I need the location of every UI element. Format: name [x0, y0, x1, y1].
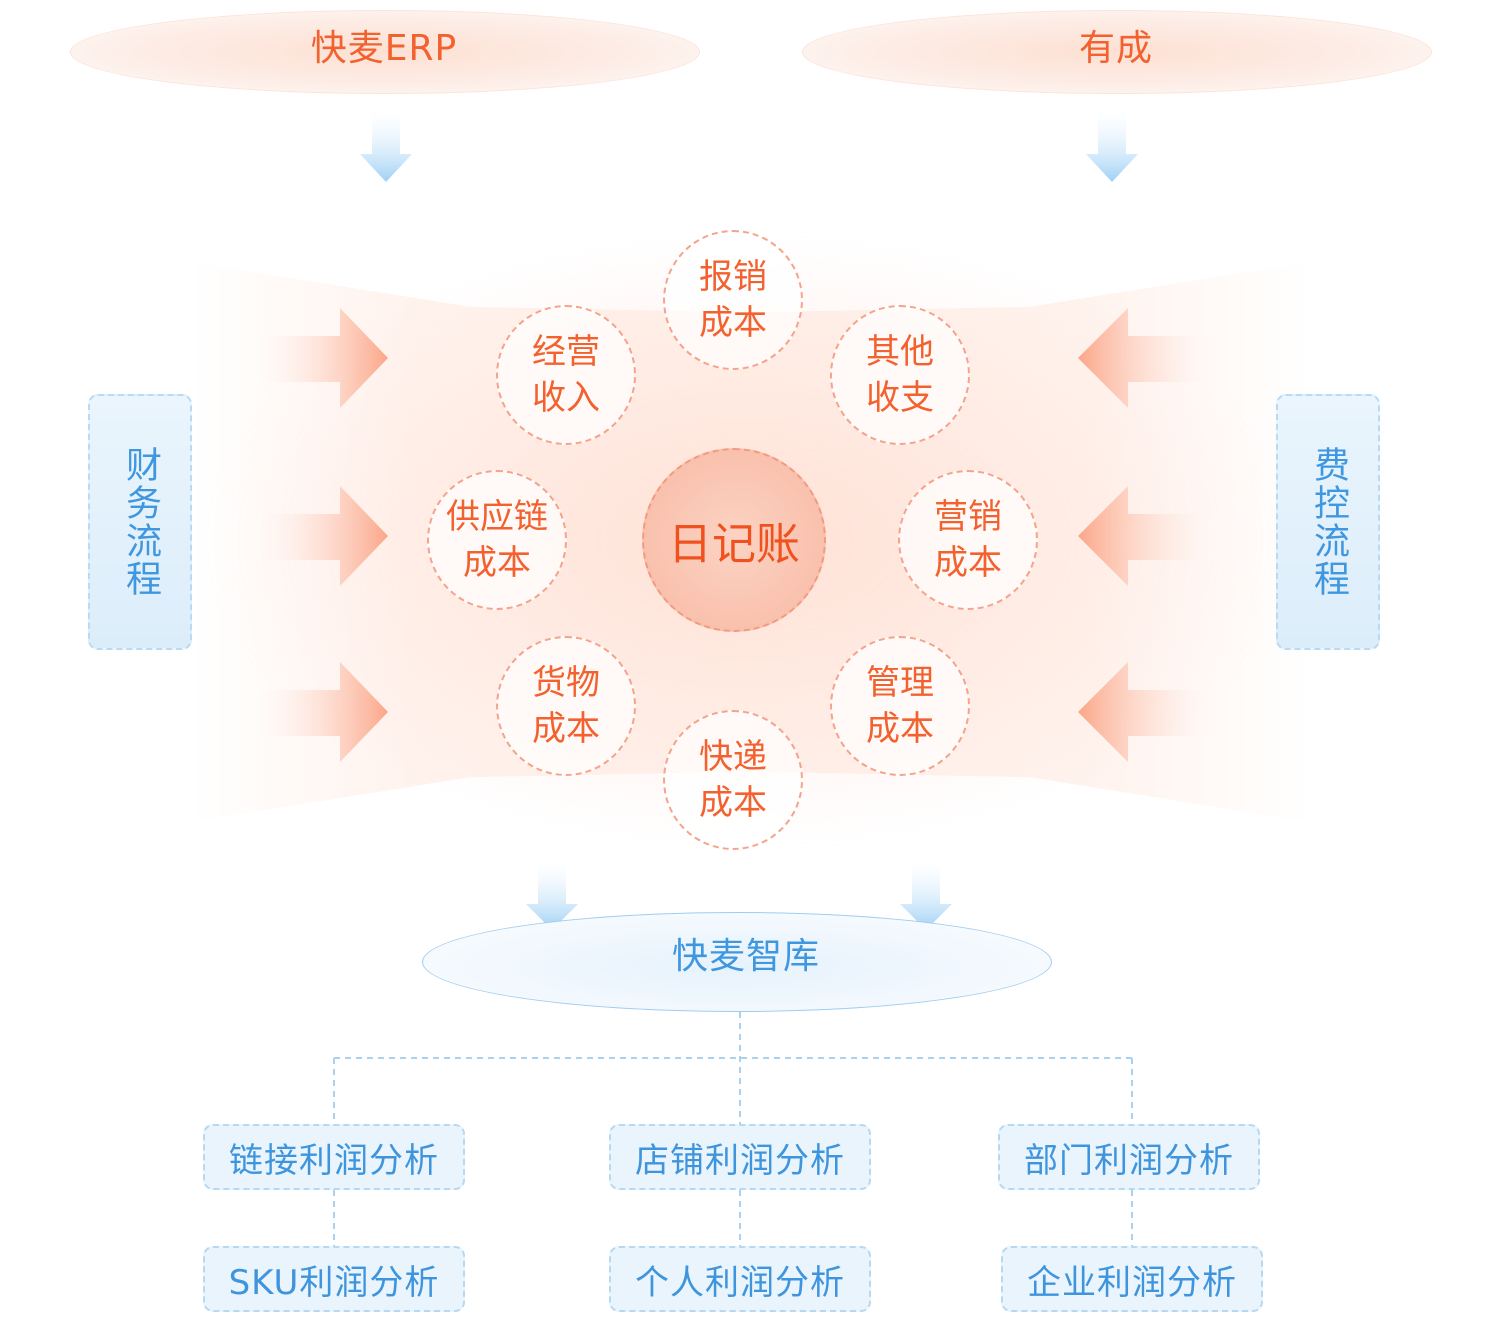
- side-label-left: 财务流程: [88, 394, 192, 650]
- analysis-store-profit: 店铺利润分析: [609, 1124, 871, 1190]
- down-arrow-left: [360, 110, 412, 182]
- right-arrow-1: [250, 308, 388, 408]
- node-bottom: 快递成本: [663, 710, 803, 850]
- warehouse-title: 快麦智库: [671, 936, 820, 977]
- left-arrow-1: [1078, 308, 1220, 408]
- source-ellipse-right: [802, 10, 1432, 94]
- source-title-left: 快麦ERP: [310, 28, 458, 69]
- side-label-left-text: 财务流程: [120, 446, 161, 598]
- node-upper-left: 经营收入: [496, 305, 636, 445]
- node-mid-left: 供应链成本: [427, 470, 567, 610]
- node-top: 报销成本: [663, 230, 803, 370]
- side-label-right: 费控流程: [1276, 394, 1380, 650]
- node-lower-right-line1: 管理: [866, 663, 934, 703]
- right-arrow-2: [250, 486, 388, 586]
- node-bottom-line2: 成本: [699, 783, 767, 823]
- node-bottom-line1: 快递: [699, 737, 767, 777]
- node-mid-right-line1: 营销: [934, 497, 1002, 537]
- analysis-enterprise-profit: 企业利润分析: [1001, 1246, 1263, 1312]
- node-lower-left-line2: 成本: [532, 709, 600, 749]
- node-lower-right-line2: 成本: [866, 709, 934, 749]
- node-mid-left-line2: 成本: [463, 543, 531, 583]
- node-mid-left-line1: 供应链: [446, 497, 548, 537]
- node-mid-right-line2: 成本: [934, 543, 1002, 583]
- down-arrow-right: [1086, 110, 1138, 182]
- node-mid-right: 营销成本: [898, 470, 1038, 610]
- node-upper-right: 其他收支: [830, 305, 970, 445]
- right-arrow-3: [250, 662, 388, 762]
- source-ellipse-left: [70, 10, 700, 94]
- node-upper-left-line2: 收入: [532, 378, 600, 418]
- hub-journal: 日记账: [642, 448, 826, 632]
- warehouse-ellipse: [422, 912, 1052, 1012]
- source-title-right: 有成: [1078, 28, 1153, 69]
- node-lower-left: 货物成本: [496, 636, 636, 776]
- analysis-sku-profit: SKU利润分析: [203, 1246, 465, 1312]
- analysis-link-profit: 链接利润分析: [203, 1124, 465, 1190]
- side-label-right-text: 费控流程: [1308, 446, 1349, 598]
- node-lower-left-line1: 货物: [532, 663, 600, 703]
- hub-journal-text: 日记账: [668, 519, 800, 570]
- node-top-line1: 报销: [699, 257, 767, 297]
- node-top-line2: 成本: [699, 303, 767, 343]
- left-arrow-2: [1078, 486, 1220, 586]
- node-upper-right-line2: 收支: [866, 378, 934, 418]
- node-lower-right: 管理成本: [830, 636, 970, 776]
- down-arrow-warehouse-right: [900, 860, 952, 930]
- analysis-personal-profit: 个人利润分析: [609, 1246, 871, 1312]
- node-upper-right-line1: 其他: [866, 332, 934, 372]
- left-arrow-3: [1078, 662, 1220, 762]
- down-arrow-warehouse-left: [526, 860, 578, 930]
- node-upper-left-line1: 经营: [532, 332, 600, 372]
- analysis-department-profit: 部门利润分析: [998, 1124, 1260, 1190]
- tree-connectors: [333, 1012, 1133, 1246]
